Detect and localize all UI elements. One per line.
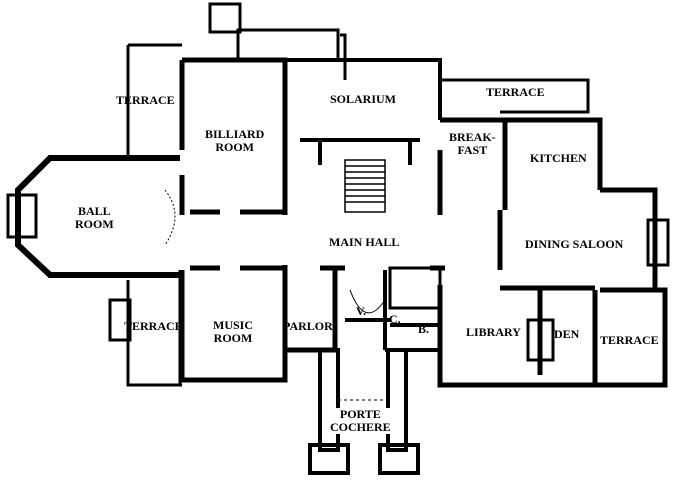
room-label-breakfast: BREAK- FAST bbox=[449, 131, 496, 157]
porte-line-2: COCHERE bbox=[330, 420, 391, 434]
music-line-1: MUSIC bbox=[213, 318, 254, 332]
room-label-closet: C. bbox=[389, 312, 401, 326]
room-label-solarium: SOLARIUM bbox=[330, 92, 397, 106]
room-label-vestibule: V. bbox=[356, 304, 367, 318]
ballroom-line-2: ROOM bbox=[75, 217, 114, 231]
room-label-main-hall: MAIN HALL bbox=[329, 235, 400, 249]
room-label-dining-saloon: DINING SALOON bbox=[525, 237, 624, 251]
room-label-bath: B. bbox=[418, 322, 430, 336]
room-label-terrace-se: TERRACE bbox=[600, 333, 659, 347]
music-line-2: ROOM bbox=[213, 331, 253, 345]
breakfast-line-2: FAST bbox=[457, 143, 488, 157]
breakfast-line-1: BREAK- bbox=[449, 130, 496, 144]
room-label-terrace-ne: TERRACE bbox=[486, 85, 545, 99]
ballroom-line-1: BALL bbox=[77, 204, 111, 218]
room-label-porte-cochere: PORTE COCHERE bbox=[330, 408, 391, 434]
room-label-kitchen: KITCHEN bbox=[530, 151, 587, 165]
porte-line-1: PORTE bbox=[339, 407, 381, 421]
room-label-billiard: BILLIARD ROOM bbox=[205, 128, 264, 154]
room-label-parlor: PARLOR bbox=[283, 319, 333, 333]
room-label-den: DEN bbox=[554, 327, 580, 341]
room-label-music: MUSIC ROOM bbox=[213, 319, 253, 345]
room-label-library: LIBRARY bbox=[466, 325, 521, 339]
room-label-terrace-nw: TERRACE bbox=[116, 93, 175, 107]
walls bbox=[6, 2, 670, 475]
room-label-terrace-sw: TERRACE bbox=[124, 319, 183, 333]
billiard-line-2: ROOM bbox=[215, 140, 255, 154]
billiard-line-1: BILLIARD bbox=[205, 127, 265, 141]
room-label-ballroom: BALL ROOM bbox=[75, 205, 114, 231]
